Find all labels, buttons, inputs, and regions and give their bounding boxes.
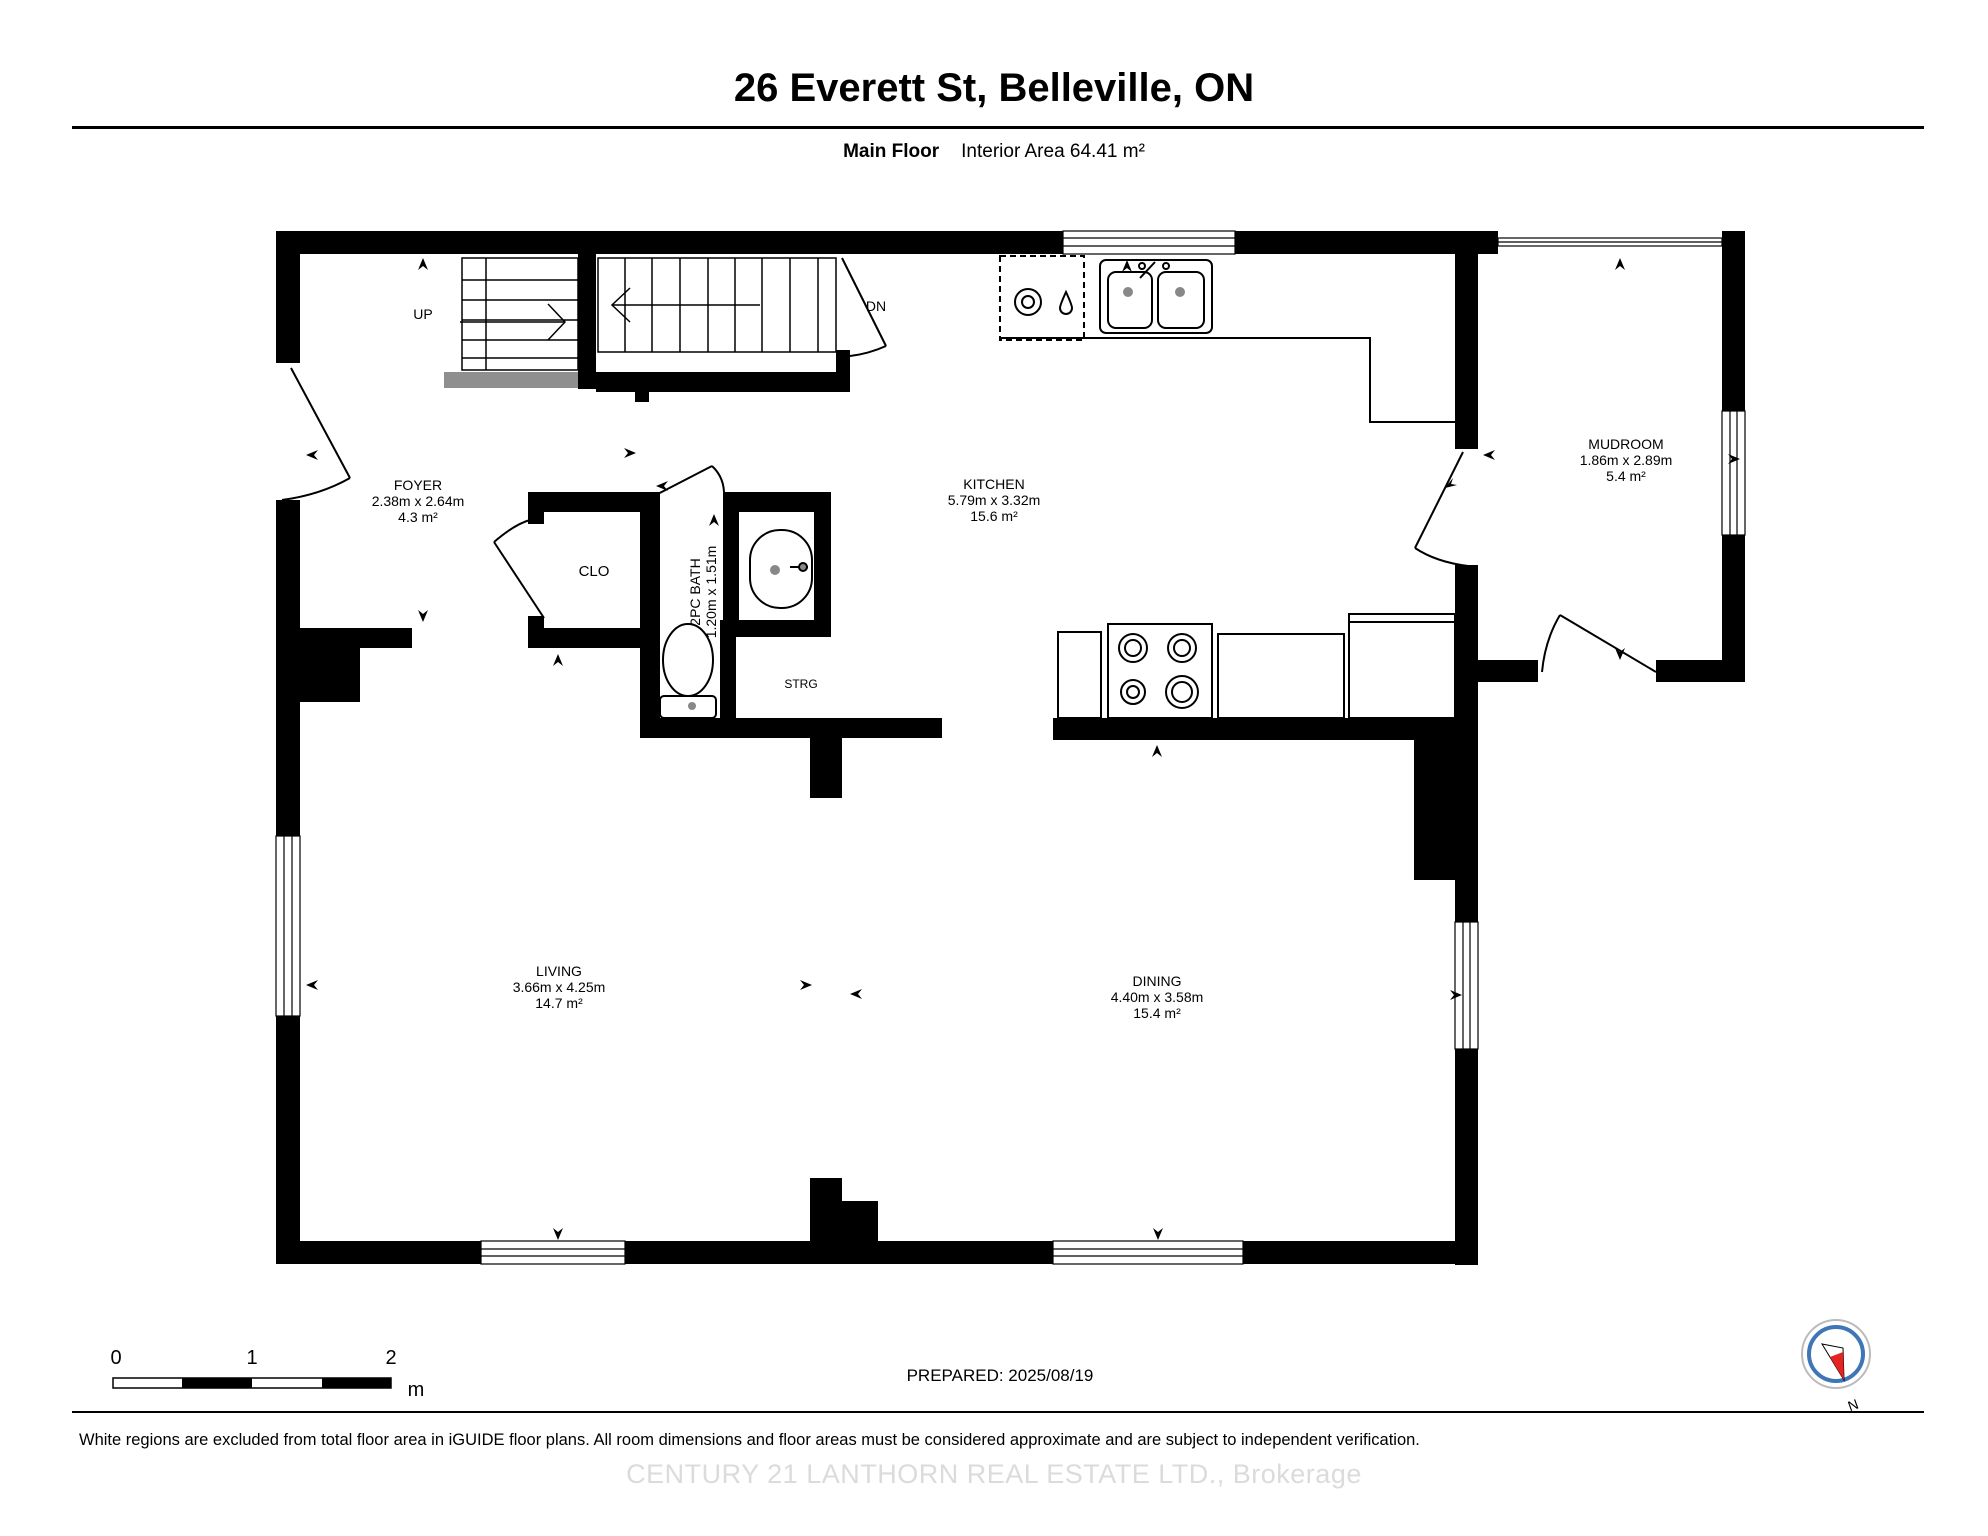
mudroom-dims: 1.86m x 2.89m bbox=[1580, 452, 1673, 468]
windows bbox=[275, 230, 1746, 1265]
living-name: LIVING bbox=[536, 963, 582, 979]
closet-label: CLO bbox=[579, 563, 610, 580]
door-front-foyer bbox=[281, 367, 351, 501]
stairs-up-label: UP bbox=[413, 306, 432, 322]
view-arrow bbox=[1728, 454, 1740, 464]
view-arrow bbox=[1615, 648, 1625, 660]
stair-down-flight bbox=[597, 257, 837, 353]
view-arrow bbox=[418, 610, 428, 622]
kitchen-cabinets bbox=[1057, 613, 1456, 719]
view-arrow bbox=[624, 448, 636, 458]
view-arrow bbox=[709, 514, 719, 526]
floor-heading: Main Floor Interior Area 64.41 m² bbox=[0, 141, 1988, 163]
door-mudroom-interior bbox=[1414, 451, 1469, 567]
window-mudroom-right bbox=[1721, 410, 1746, 536]
window-mudroom-top bbox=[1497, 237, 1723, 247]
window-dining-right bbox=[1454, 921, 1479, 1050]
scale-unit: m bbox=[408, 1379, 425, 1401]
toilet-icon bbox=[659, 623, 717, 719]
view-arrow bbox=[1153, 1228, 1163, 1240]
view-arrow bbox=[418, 258, 428, 270]
scale-tick-0: 0 bbox=[110, 1347, 121, 1369]
living-area: 14.7 m² bbox=[535, 995, 583, 1011]
dishwasher-icon bbox=[999, 255, 1085, 341]
foyer-area: 4.3 m² bbox=[398, 509, 438, 525]
view-arrow bbox=[553, 1228, 563, 1240]
fixtures bbox=[659, 255, 1456, 719]
view-arrow bbox=[1445, 478, 1457, 488]
floor-name: Main Floor bbox=[843, 141, 940, 162]
kitchen-counter-top bbox=[1000, 337, 1455, 423]
view-arrow bbox=[1152, 745, 1162, 757]
stair-up-flight bbox=[444, 257, 579, 388]
bath-name: 2PC BATH bbox=[687, 558, 703, 625]
view-arrow bbox=[306, 450, 318, 460]
dining-dims: 4.40m x 3.58m bbox=[1111, 989, 1204, 1005]
stairs bbox=[444, 257, 837, 388]
window-dining-bottom bbox=[1052, 1240, 1244, 1265]
mudroom-area: 5.4 m² bbox=[1606, 468, 1646, 484]
view-arrows bbox=[306, 258, 1740, 1240]
brokerage-watermark: CENTURY 21 LANTHORN REAL ESTATE LTD., Br… bbox=[626, 1459, 1362, 1489]
door-bath bbox=[649, 465, 726, 499]
doors bbox=[281, 257, 1657, 673]
door-closet bbox=[493, 519, 545, 619]
footer-rule bbox=[72, 1411, 1924, 1413]
living-dims: 3.66m x 4.25m bbox=[513, 979, 606, 995]
kitchen-sink-icon bbox=[1099, 259, 1213, 334]
view-arrow bbox=[850, 989, 862, 999]
compass-icon: N bbox=[1801, 1319, 1871, 1414]
scale-tick-2: 2 bbox=[385, 1347, 396, 1369]
storage-label: STRG bbox=[784, 677, 817, 691]
view-arrow bbox=[553, 654, 563, 666]
kitchen-area: 15.6 m² bbox=[970, 508, 1018, 524]
view-arrow bbox=[1615, 258, 1625, 270]
mudroom-name: MUDROOM bbox=[1588, 436, 1663, 452]
room-labels: UP DN FOYER 2.38m x 2.64m 4.3 m² CLO 2PC… bbox=[372, 298, 1673, 1021]
header-rule bbox=[72, 126, 1924, 129]
property-address-title: 26 Everett St, Belleville, ON bbox=[733, 66, 1255, 110]
stove-icon bbox=[1107, 623, 1213, 719]
door-mudroom-exterior bbox=[1541, 614, 1657, 673]
foyer-name: FOYER bbox=[394, 477, 442, 493]
door-stairs-down bbox=[841, 257, 887, 357]
kitchen-name: KITCHEN bbox=[963, 476, 1024, 492]
view-arrow bbox=[306, 980, 318, 990]
bath-sink-icon bbox=[749, 529, 813, 609]
kitchen-dims: 5.79m x 3.32m bbox=[948, 492, 1041, 508]
view-arrow bbox=[1122, 260, 1132, 272]
view-arrow bbox=[656, 481, 668, 491]
stairs-down-label: DN bbox=[866, 298, 886, 314]
foyer-dims: 2.38m x 2.64m bbox=[372, 493, 465, 509]
scale-bar: 0 1 2 m bbox=[110, 1347, 424, 1401]
disclaimer-text: White regions are excluded from total fl… bbox=[79, 1431, 1420, 1449]
view-arrow bbox=[800, 980, 812, 990]
bath-dims: 1.20m x 1.51m bbox=[703, 546, 719, 639]
prepared-date: PREPARED: 2025/08/19 bbox=[907, 1366, 1094, 1385]
window-kitchen-top bbox=[1062, 230, 1236, 255]
window-living-left bbox=[275, 835, 301, 1017]
dining-name: DINING bbox=[1133, 973, 1182, 989]
scale-tick-1: 1 bbox=[246, 1347, 257, 1369]
dining-area: 15.4 m² bbox=[1133, 1005, 1181, 1021]
interior-area: Interior Area 64.41 m² bbox=[961, 141, 1145, 162]
window-living-bottom bbox=[480, 1240, 626, 1265]
view-arrow bbox=[1483, 450, 1495, 460]
view-arrow bbox=[1450, 990, 1462, 1000]
